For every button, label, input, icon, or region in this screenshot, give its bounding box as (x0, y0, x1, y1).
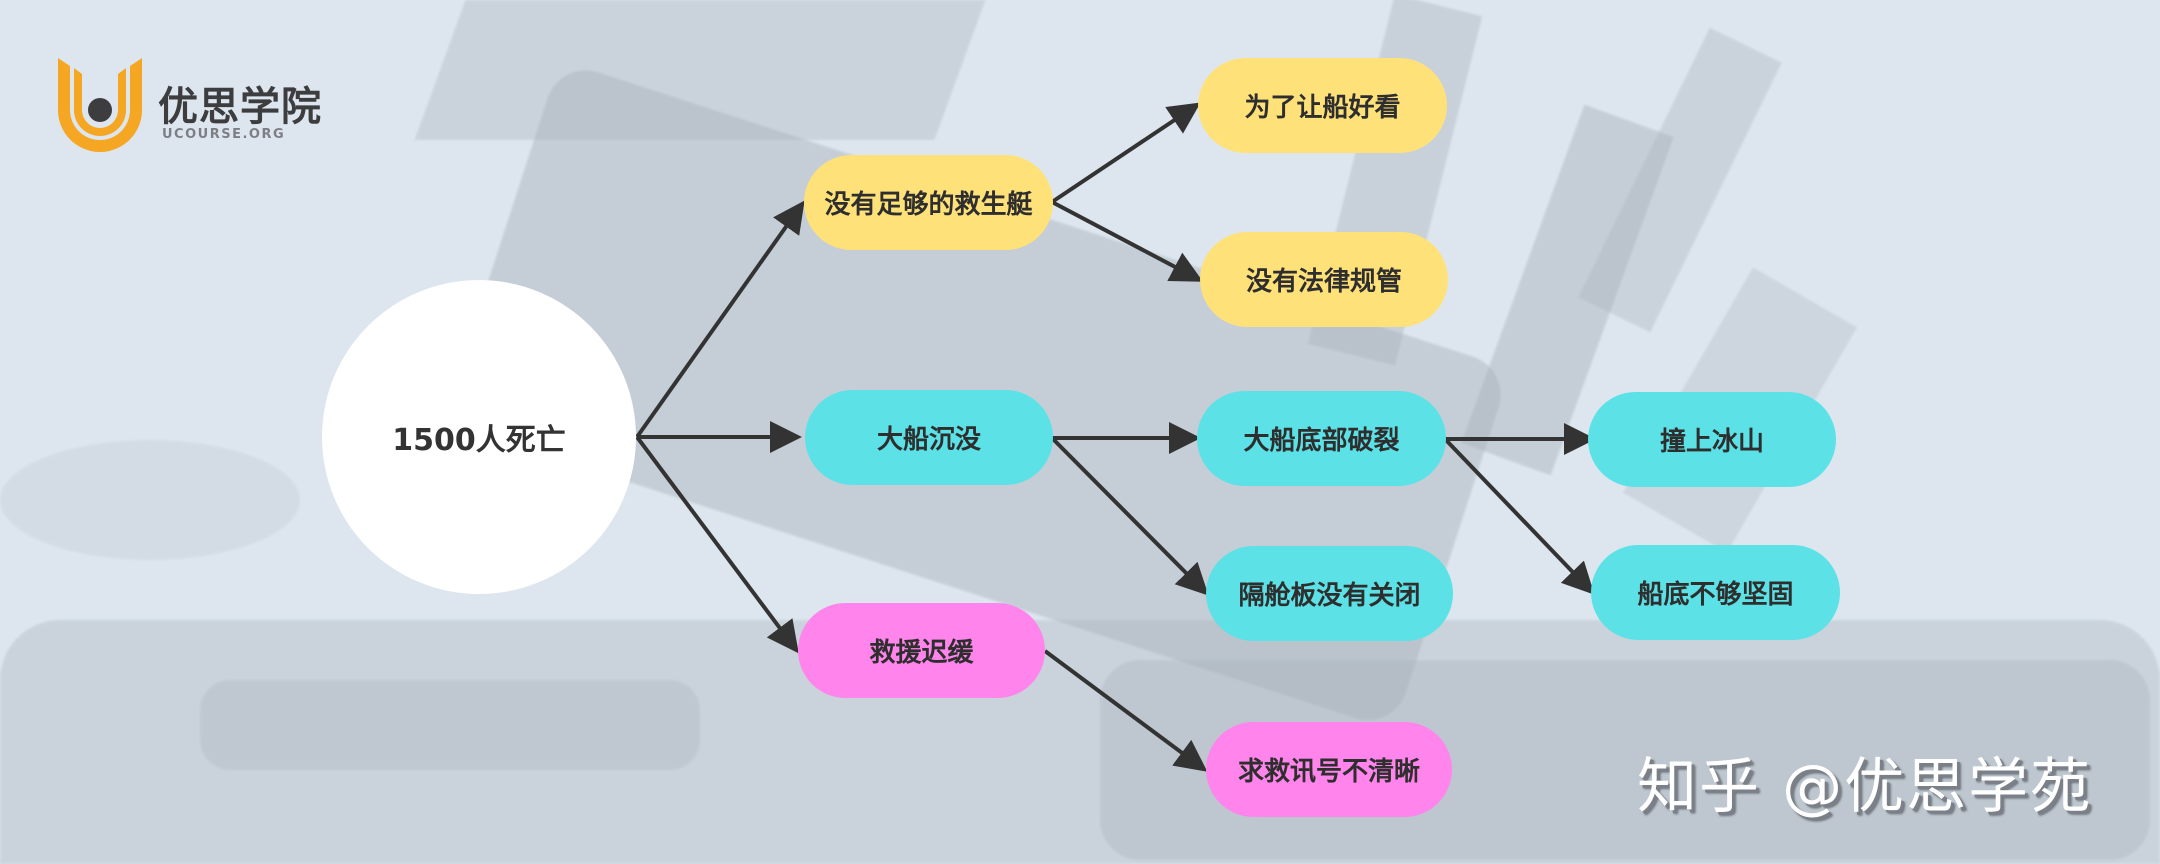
node-iceberg: 撞上冰山 (1588, 392, 1836, 487)
arrow-root-to-slow-rescue (635, 435, 799, 654)
arrow-sinking-to-bulkheads (1050, 436, 1209, 596)
arrow-hull-breach-to-weak-hull (1443, 437, 1595, 595)
logo-subtitle: UCOURSE.ORG (162, 127, 286, 142)
brand-logo: 优思学院 UCOURSE.ORG (52, 54, 372, 154)
ucourse-u-icon (58, 58, 142, 152)
node-label: 大船沉没 (876, 425, 981, 455)
logo-title: 优思学院 (158, 84, 322, 130)
node-bulkheads: 隔舱板没有关闭 (1206, 546, 1453, 641)
root-node: 1500人死亡 (322, 280, 636, 594)
node-label: 隔舱板没有关闭 (1238, 581, 1421, 611)
arrow-slow-rescue-to-unclear-signal (1043, 649, 1208, 772)
zhihu-watermark: 知乎 @优思学苑 (1637, 752, 2093, 822)
arrow-root-to-lifeboats (635, 200, 805, 439)
node-slow-rescue: 救援迟缓 (798, 603, 1045, 698)
node-label: 没有法律规管 (1245, 267, 1402, 297)
arrow-lifeboats-to-regulation (1051, 200, 1204, 282)
node-looks: 为了让船好看 (1198, 58, 1447, 153)
node-regulation: 没有法律规管 (1200, 232, 1448, 327)
node-hull-breach: 大船底部破裂 (1197, 391, 1446, 486)
root-label: 1500人死亡 (392, 423, 566, 458)
node-label: 大船底部破裂 (1243, 426, 1400, 456)
node-label: 救援迟缓 (869, 638, 974, 668)
node-label: 没有足够的救生艇 (824, 190, 1033, 220)
node-sinking: 大船沉没 (805, 390, 1053, 485)
node-lifeboats: 没有足够的救生艇 (804, 155, 1053, 250)
node-weak-hull: 船底不够坚固 (1591, 545, 1840, 640)
node-label: 撞上冰山 (1659, 427, 1764, 457)
arrow-lifeboats-to-looks (1050, 102, 1201, 204)
node-label: 船底不够坚固 (1637, 580, 1794, 610)
node-unclear-signal: 求救讯号不清晰 (1206, 722, 1452, 817)
node-label: 为了让船好看 (1244, 93, 1401, 123)
node-label: 求救讯号不清晰 (1237, 757, 1420, 787)
